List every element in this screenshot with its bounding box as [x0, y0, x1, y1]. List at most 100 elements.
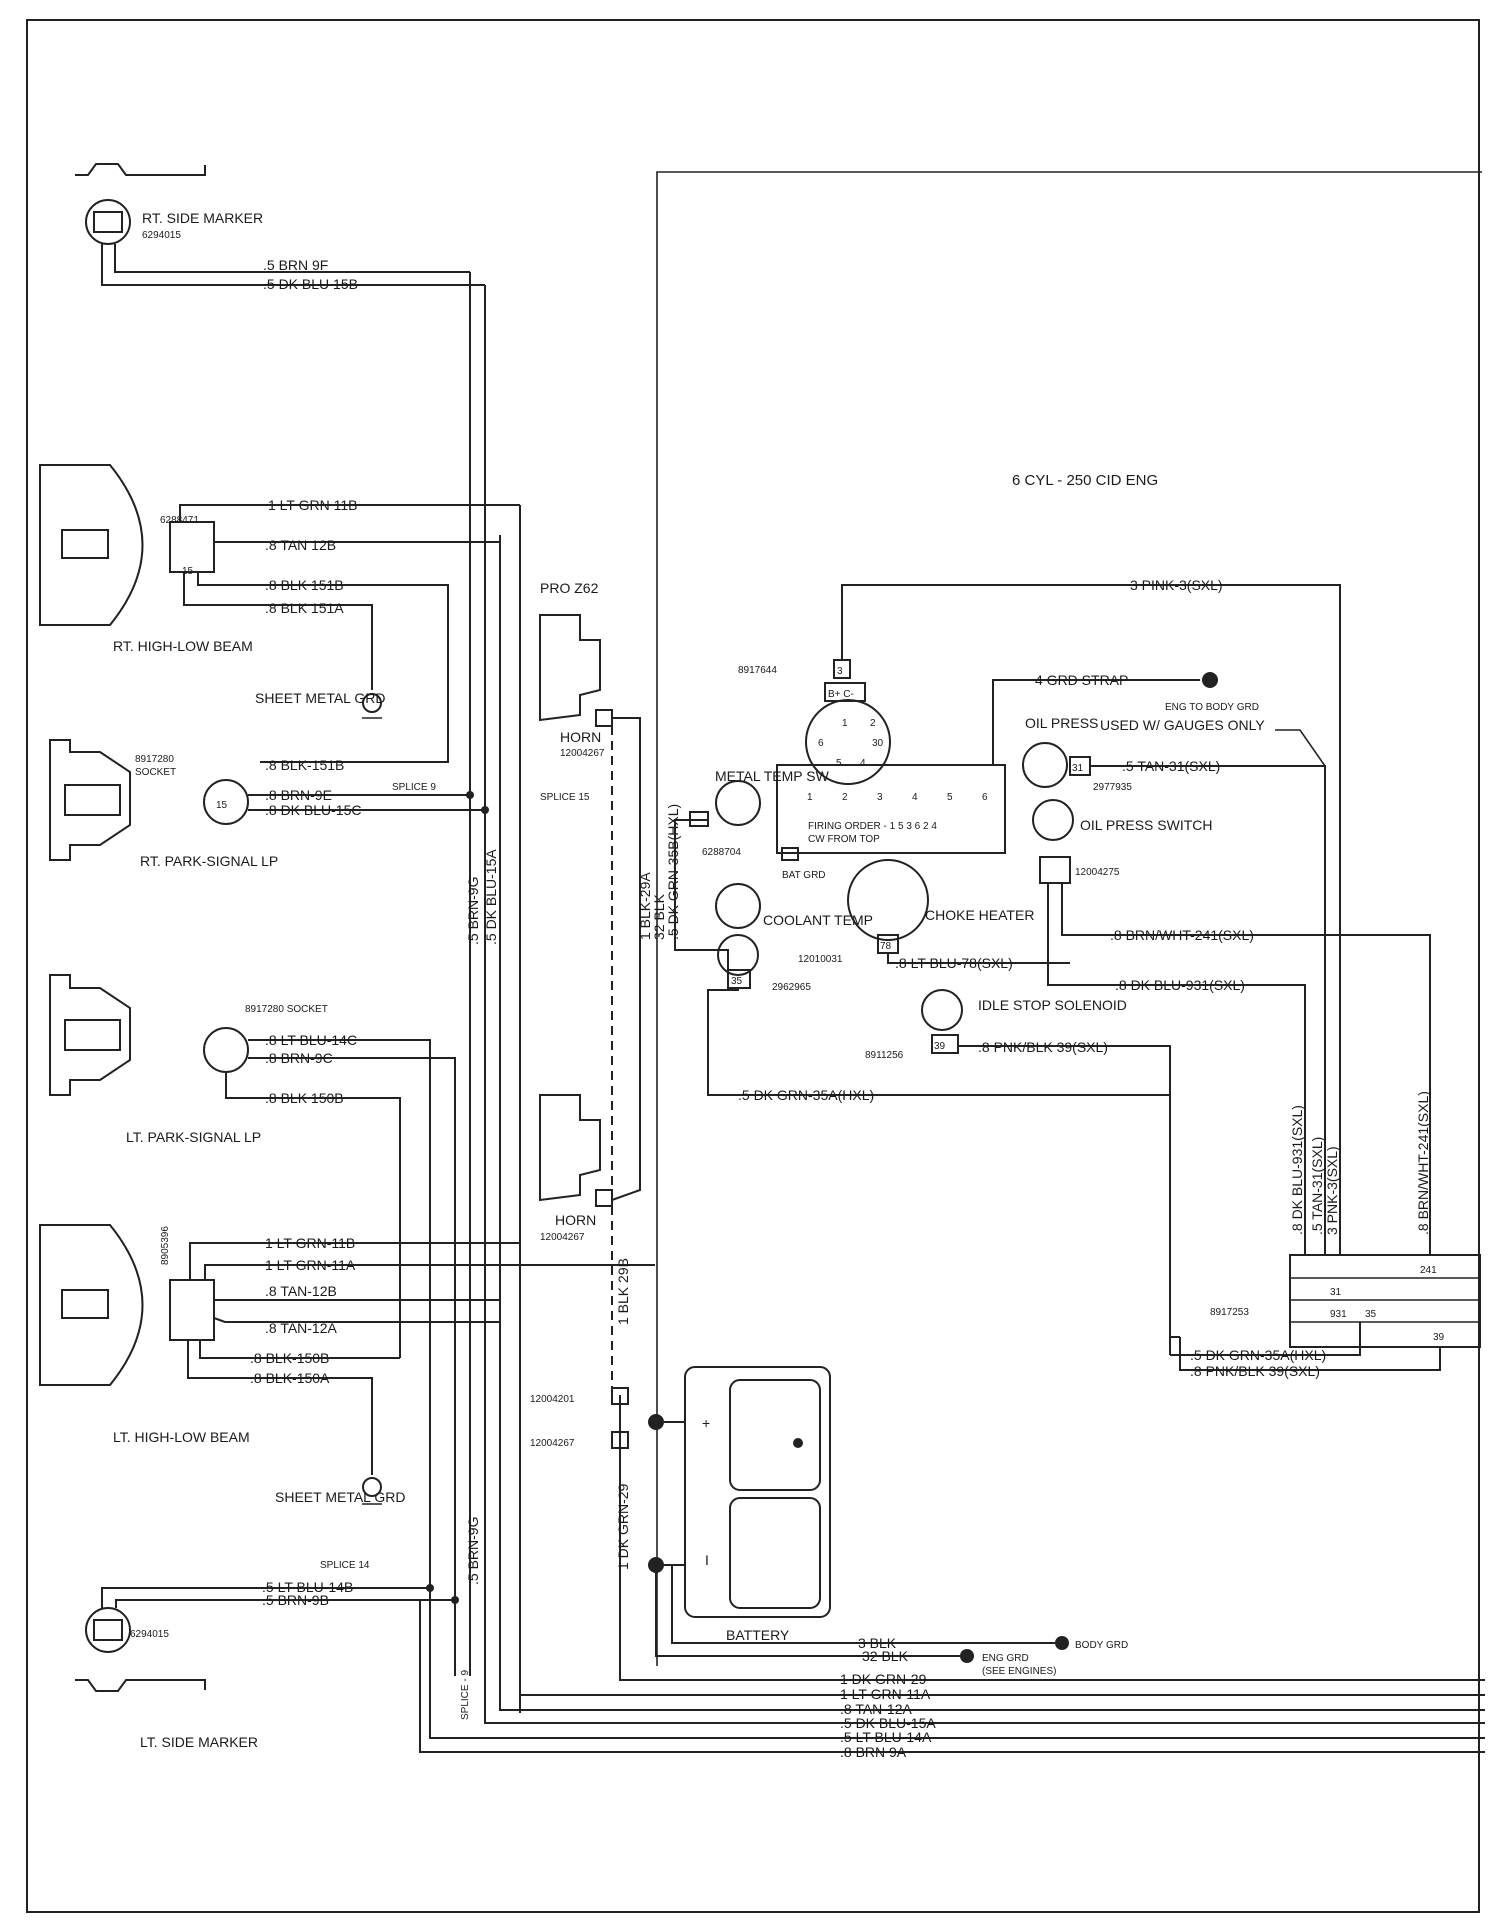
label-v-blk-29a: 1 BLK-29A — [637, 872, 653, 940]
harness-tan-12a — [499, 1700, 1485, 1711]
oil-press-switch-icon — [1032, 799, 1074, 841]
lt-side-marker-bracket — [75, 1679, 206, 1692]
rt-park-part: 8917280 — [135, 754, 174, 765]
splice-14-dot — [426, 1584, 434, 1592]
engine-title: 6 CYL - 250 CID ENG — [1012, 472, 1158, 489]
choke-part: 12010031 — [798, 954, 843, 965]
splice-9-vert-label: SPLICE - 9 — [460, 1670, 471, 1720]
battery-case-icon — [684, 1366, 831, 1618]
pro-z62-label: PRO Z62 — [540, 580, 599, 596]
rt-side-marker-label: RT. SIDE MARKER — [142, 210, 263, 226]
label-blk-150b-park: .8 BLK 150B — [265, 1090, 344, 1106]
horn-2-connector-icon — [595, 1189, 613, 1207]
rt-headlamp-bulb-icon — [61, 529, 109, 559]
horn-2-label: HORN — [555, 1212, 596, 1228]
label-pnkblk-39-r: .8 PNK/BLK 39(SXL) — [1190, 1363, 1320, 1379]
harness-label-ltblu-14a: .5 LT BLU-14A — [840, 1729, 932, 1745]
label-ltblu-14c: .8 LT BLU-14C — [265, 1032, 357, 1048]
firing-order: FIRING ORDER - 1 5 3 6 2 4 — [808, 821, 937, 832]
bat-grd-terminal-icon — [781, 847, 799, 861]
bulkhead-cav-39: 39 — [1433, 1332, 1445, 1343]
battery-label: BATTERY — [726, 1627, 790, 1643]
body-grd-icon — [1055, 1636, 1069, 1650]
label-brn-9e: .8 BRN-9E — [265, 787, 332, 803]
label-blk-151b-park: .8 BLK-151B — [265, 757, 344, 773]
bat-grd-label: BAT GRD — [782, 870, 826, 881]
lt-side-marker-lamp-icon — [85, 1607, 131, 1653]
choke-heater-icon — [847, 859, 929, 941]
harness-label-brn-9a: .8 BRN 9A — [840, 1744, 907, 1760]
engine-region-outline — [656, 171, 1482, 1666]
coolant-temp-2-icon — [717, 934, 759, 976]
ignition-coil: 3 B+ C- 8917644 1 2 6 30 5 4 — [738, 659, 891, 785]
idle-stop-terminal-icon — [931, 1034, 959, 1054]
eng-grd-icon — [960, 1649, 974, 1663]
rt-side-marker: RT. SIDE MARKER 6294015 — [75, 163, 263, 245]
lt-park-label: LT. PARK-SIGNAL LP — [126, 1129, 261, 1145]
distributor-cap-icon — [805, 699, 891, 785]
idle-stop-part: 8911256 — [865, 1050, 904, 1061]
lt-side-marker-part: 6294015 — [130, 1629, 169, 1640]
label-v-brnwht-241: .8 BRN/WHT-241(SXL) — [1415, 1091, 1431, 1235]
rt-park-lamp-bulb-icon — [64, 784, 121, 816]
oil-press-switch-connector-icon — [1039, 856, 1071, 884]
horn-1-connector-icon — [595, 709, 613, 727]
label-v-dkgrn-35b: .5 DK GRN-35B(HXL) — [665, 804, 681, 940]
eng-grd-label: ENG GRD — [982, 1653, 1029, 1664]
cyl-1: 1 — [807, 792, 813, 803]
dist-num-4: 4 — [860, 758, 866, 769]
wire-ltgrn-11b-rt — [179, 504, 520, 522]
rt-park-lamp-housing-icon — [49, 739, 131, 861]
battery-vent-icon — [793, 1438, 803, 1448]
wire-brn-9c — [248, 1057, 456, 1676]
rt-headlamp-term: 15 — [182, 566, 194, 577]
metal-temp-part: 6288704 — [702, 847, 741, 858]
used-gauges-leader — [1275, 729, 1326, 767]
coolant-temp-sensor: 35 COOLANT TEMP 2962965 — [715, 883, 873, 993]
rt-headlamp-housing-icon — [39, 464, 144, 626]
cw-from-top: CW FROM TOP — [808, 834, 880, 845]
bulkhead-connector: 241 31 931 35 39 8917253 — [1210, 1254, 1481, 1348]
splice-9b-dot — [451, 1596, 459, 1604]
body-grd-label: BODY GRD — [1075, 1640, 1128, 1651]
rt-side-marker-lamp-icon — [85, 199, 131, 245]
oil-press-term: 31 — [1072, 763, 1084, 774]
see-engines-label: (SEE ENGINES) — [982, 1666, 1056, 1677]
harness-label-dkblu-15a: .5 DK BLU-15A — [840, 1715, 936, 1731]
wire-dkblu-15b — [101, 244, 485, 286]
rt-headlamp-connector-icon — [169, 521, 215, 573]
label-blk-150a: .8 BLK-150A — [250, 1370, 330, 1386]
label-dkblu-15c: .8 DK BLU-15C — [265, 802, 361, 818]
oil-press-switch-part: 12004275 — [1075, 867, 1120, 878]
oil-press-label: OIL PRESS — [1025, 715, 1098, 731]
oil-press-sender-icon — [1022, 742, 1068, 788]
label-brn-9c: .8 BRN-9C — [265, 1050, 333, 1066]
horn-1-icon — [539, 614, 601, 722]
rt-park-label: RT. PARK-SIGNAL LP — [140, 853, 278, 869]
oil-press-switch-label: OIL PRESS SWITCH — [1080, 817, 1213, 833]
conn-12004267-label: 12004267 — [530, 1438, 575, 1449]
ground-1-icon — [362, 693, 382, 713]
lt-park-socket-icon — [203, 1027, 249, 1073]
wire-3blk — [671, 1565, 1055, 1644]
label-3blk: 3 BLK — [858, 1635, 897, 1651]
conn-12004267-icon — [611, 1431, 629, 1449]
wire-dkgrn-35b — [674, 819, 729, 970]
cyl-3: 3 — [877, 792, 883, 803]
battery-cell-2-icon — [729, 1497, 821, 1609]
cyl-6: 6 — [982, 792, 988, 803]
label-blk-150b: .8 BLK-150B — [250, 1350, 329, 1366]
wire-ltblu-78 — [887, 953, 1070, 964]
label-ltblu-14b: .5 LT BLU-14B — [262, 1579, 353, 1595]
wire-dkblu-931 — [1047, 883, 1306, 1255]
horn-2-part: 12004267 — [540, 1232, 585, 1243]
coil-terms: B+ C- — [828, 689, 854, 700]
sheet-metal-grd-1-label: SHEET METAL GRD — [255, 690, 385, 706]
rt-park-socket-icon — [203, 779, 249, 825]
wire-dkgrn-29 — [619, 1395, 1485, 1681]
harness-ltblu-14a — [429, 1660, 1485, 1739]
splice-9-label: SPLICE 9 — [392, 782, 436, 793]
label-dkblu-931: .8 DK BLU-931(SXL) — [1115, 977, 1245, 993]
label-v-dkblu-931: .8 DK BLU-931(SXL) — [1289, 1105, 1305, 1235]
